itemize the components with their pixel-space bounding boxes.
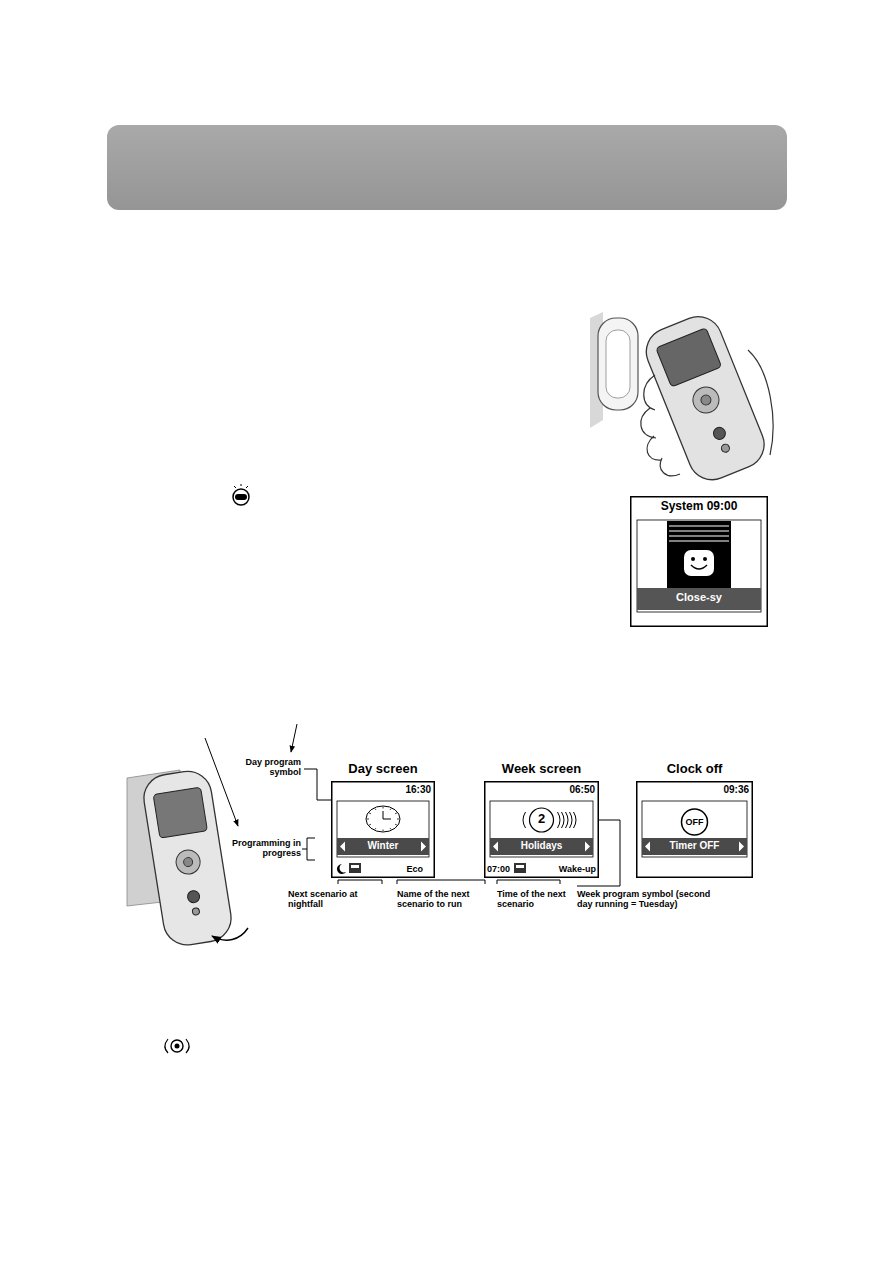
screen-text: 09:36 xyxy=(723,784,749,796)
button-icon xyxy=(233,484,249,505)
callout-label: Day program symbol xyxy=(225,757,301,778)
screen-text: Holidays xyxy=(521,840,563,852)
screen-text: Eco xyxy=(406,864,423,874)
leader-line xyxy=(397,880,485,884)
screen-text: Day screen xyxy=(348,762,417,777)
leader-line xyxy=(302,849,307,850)
screen-graphic xyxy=(484,781,599,878)
screen-text: Week screen xyxy=(502,762,581,777)
clock-off-screen: Clock off09:36OFFTimer OFF xyxy=(636,781,753,878)
screen-text: Winter xyxy=(367,840,398,852)
callout-label: Next scenario at nightfall xyxy=(288,889,386,910)
screen-text: OFF xyxy=(686,817,704,827)
radio-icon xyxy=(165,1039,189,1053)
screen-text: Clock off xyxy=(667,762,723,777)
screen-graphic xyxy=(331,781,435,878)
screen-text: 06:50 xyxy=(569,784,595,796)
leader-lines xyxy=(205,724,620,886)
remote-in-hand-illustration xyxy=(590,309,773,487)
day-screen: Day screen16:30WinterEco xyxy=(331,781,435,878)
screen-graphic xyxy=(636,781,753,878)
header-band xyxy=(107,125,787,210)
screen-text: Close-sy xyxy=(676,591,722,604)
leader-line xyxy=(307,838,315,860)
leader-line xyxy=(205,738,238,826)
callout-label: Time of the next scenario xyxy=(497,889,567,910)
callout-label: Name of the next scenario to run xyxy=(397,889,489,910)
week-screen: Week screen06:502Holidays07:00Wake-up xyxy=(484,781,599,878)
screen-text: 2 xyxy=(538,812,545,827)
screen-text: Timer OFF xyxy=(670,840,720,852)
display-screen: System 09:00Close-sy xyxy=(630,496,768,627)
screen-text: System 09:00 xyxy=(661,500,738,514)
leader-line xyxy=(497,880,560,884)
callout-label: Programming in progress xyxy=(225,838,301,859)
screen-text: Wake-up xyxy=(559,864,596,874)
remote-on-wall-illustration xyxy=(127,768,248,949)
screen-text: 07:00 xyxy=(487,864,510,874)
leader-line xyxy=(338,880,382,884)
screen-text: 16:30 xyxy=(405,784,431,796)
leader-line xyxy=(291,724,297,752)
screen-graphic xyxy=(630,496,768,627)
callout-label: Week program symbol (second day running … xyxy=(577,889,727,910)
